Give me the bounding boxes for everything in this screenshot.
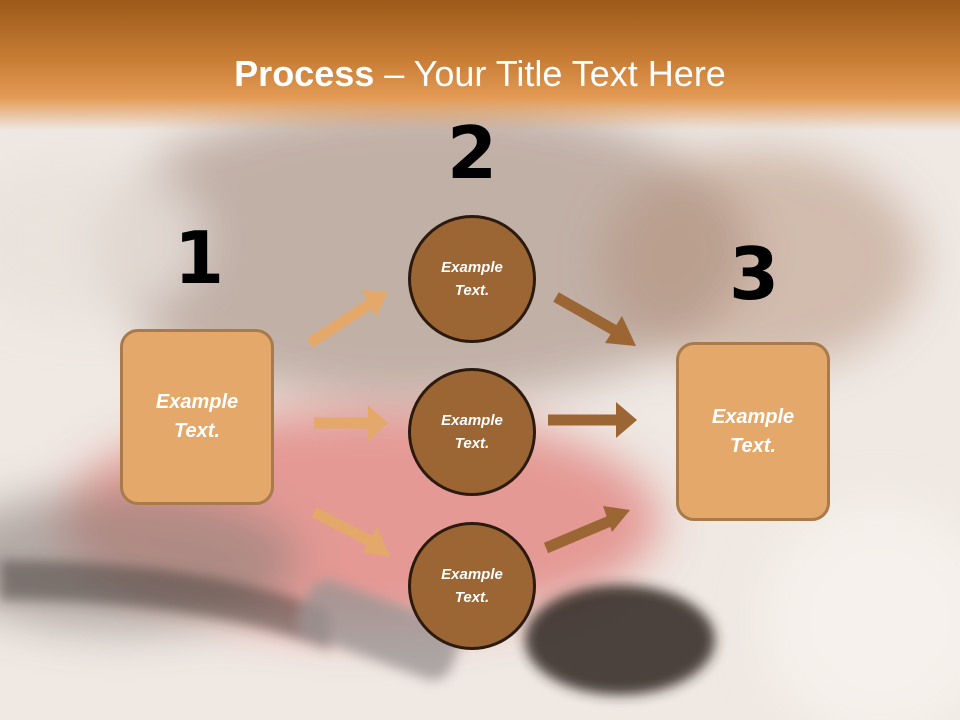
arrow-box1-to-circle-bottom	[311, 507, 390, 557]
step-1-text-line2: Text.	[174, 420, 220, 442]
step-3-text-line1: Example	[711, 405, 795, 428]
circle-middle-text-line2: Text.	[454, 435, 490, 452]
step-1-text-line1: Example	[155, 391, 239, 413]
arrow-circle-middle-to-box3	[548, 402, 637, 438]
step-number-3: 3	[728, 232, 780, 316]
title-rest: – Your Title Text Here	[374, 53, 726, 94]
title-bold: Process	[234, 53, 375, 94]
circle-top-text-line1: Example	[441, 259, 503, 276]
arrow-circle-bottom-to-box3	[543, 506, 630, 554]
step-2-circle-top: Example Text.	[408, 215, 536, 343]
arrow-circle-top-to-box3	[553, 292, 636, 346]
step-3-text-line2: Text.	[730, 434, 776, 457]
step-number-2: 2	[446, 111, 498, 195]
step-2-circle-bottom: Example Text.	[408, 522, 536, 650]
circle-middle-text-line1: Example	[441, 412, 503, 429]
circle-bottom-text-line1: Example	[441, 566, 503, 583]
step-3-box: Example Text.	[676, 342, 830, 521]
circle-top-text-line2: Text.	[454, 282, 490, 299]
arrow-box1-to-circle-top	[307, 290, 388, 348]
step-2-circle-middle: Example Text.	[408, 368, 536, 496]
step-number-1: 1	[173, 216, 225, 300]
arrow-box1-to-circle-middle	[314, 405, 388, 441]
circle-bottom-text-line2: Text.	[454, 589, 490, 606]
slide-title: Process – Your Title Text Here	[0, 52, 960, 96]
header-band	[0, 0, 960, 130]
step-1-box: Example Text.	[120, 329, 274, 505]
